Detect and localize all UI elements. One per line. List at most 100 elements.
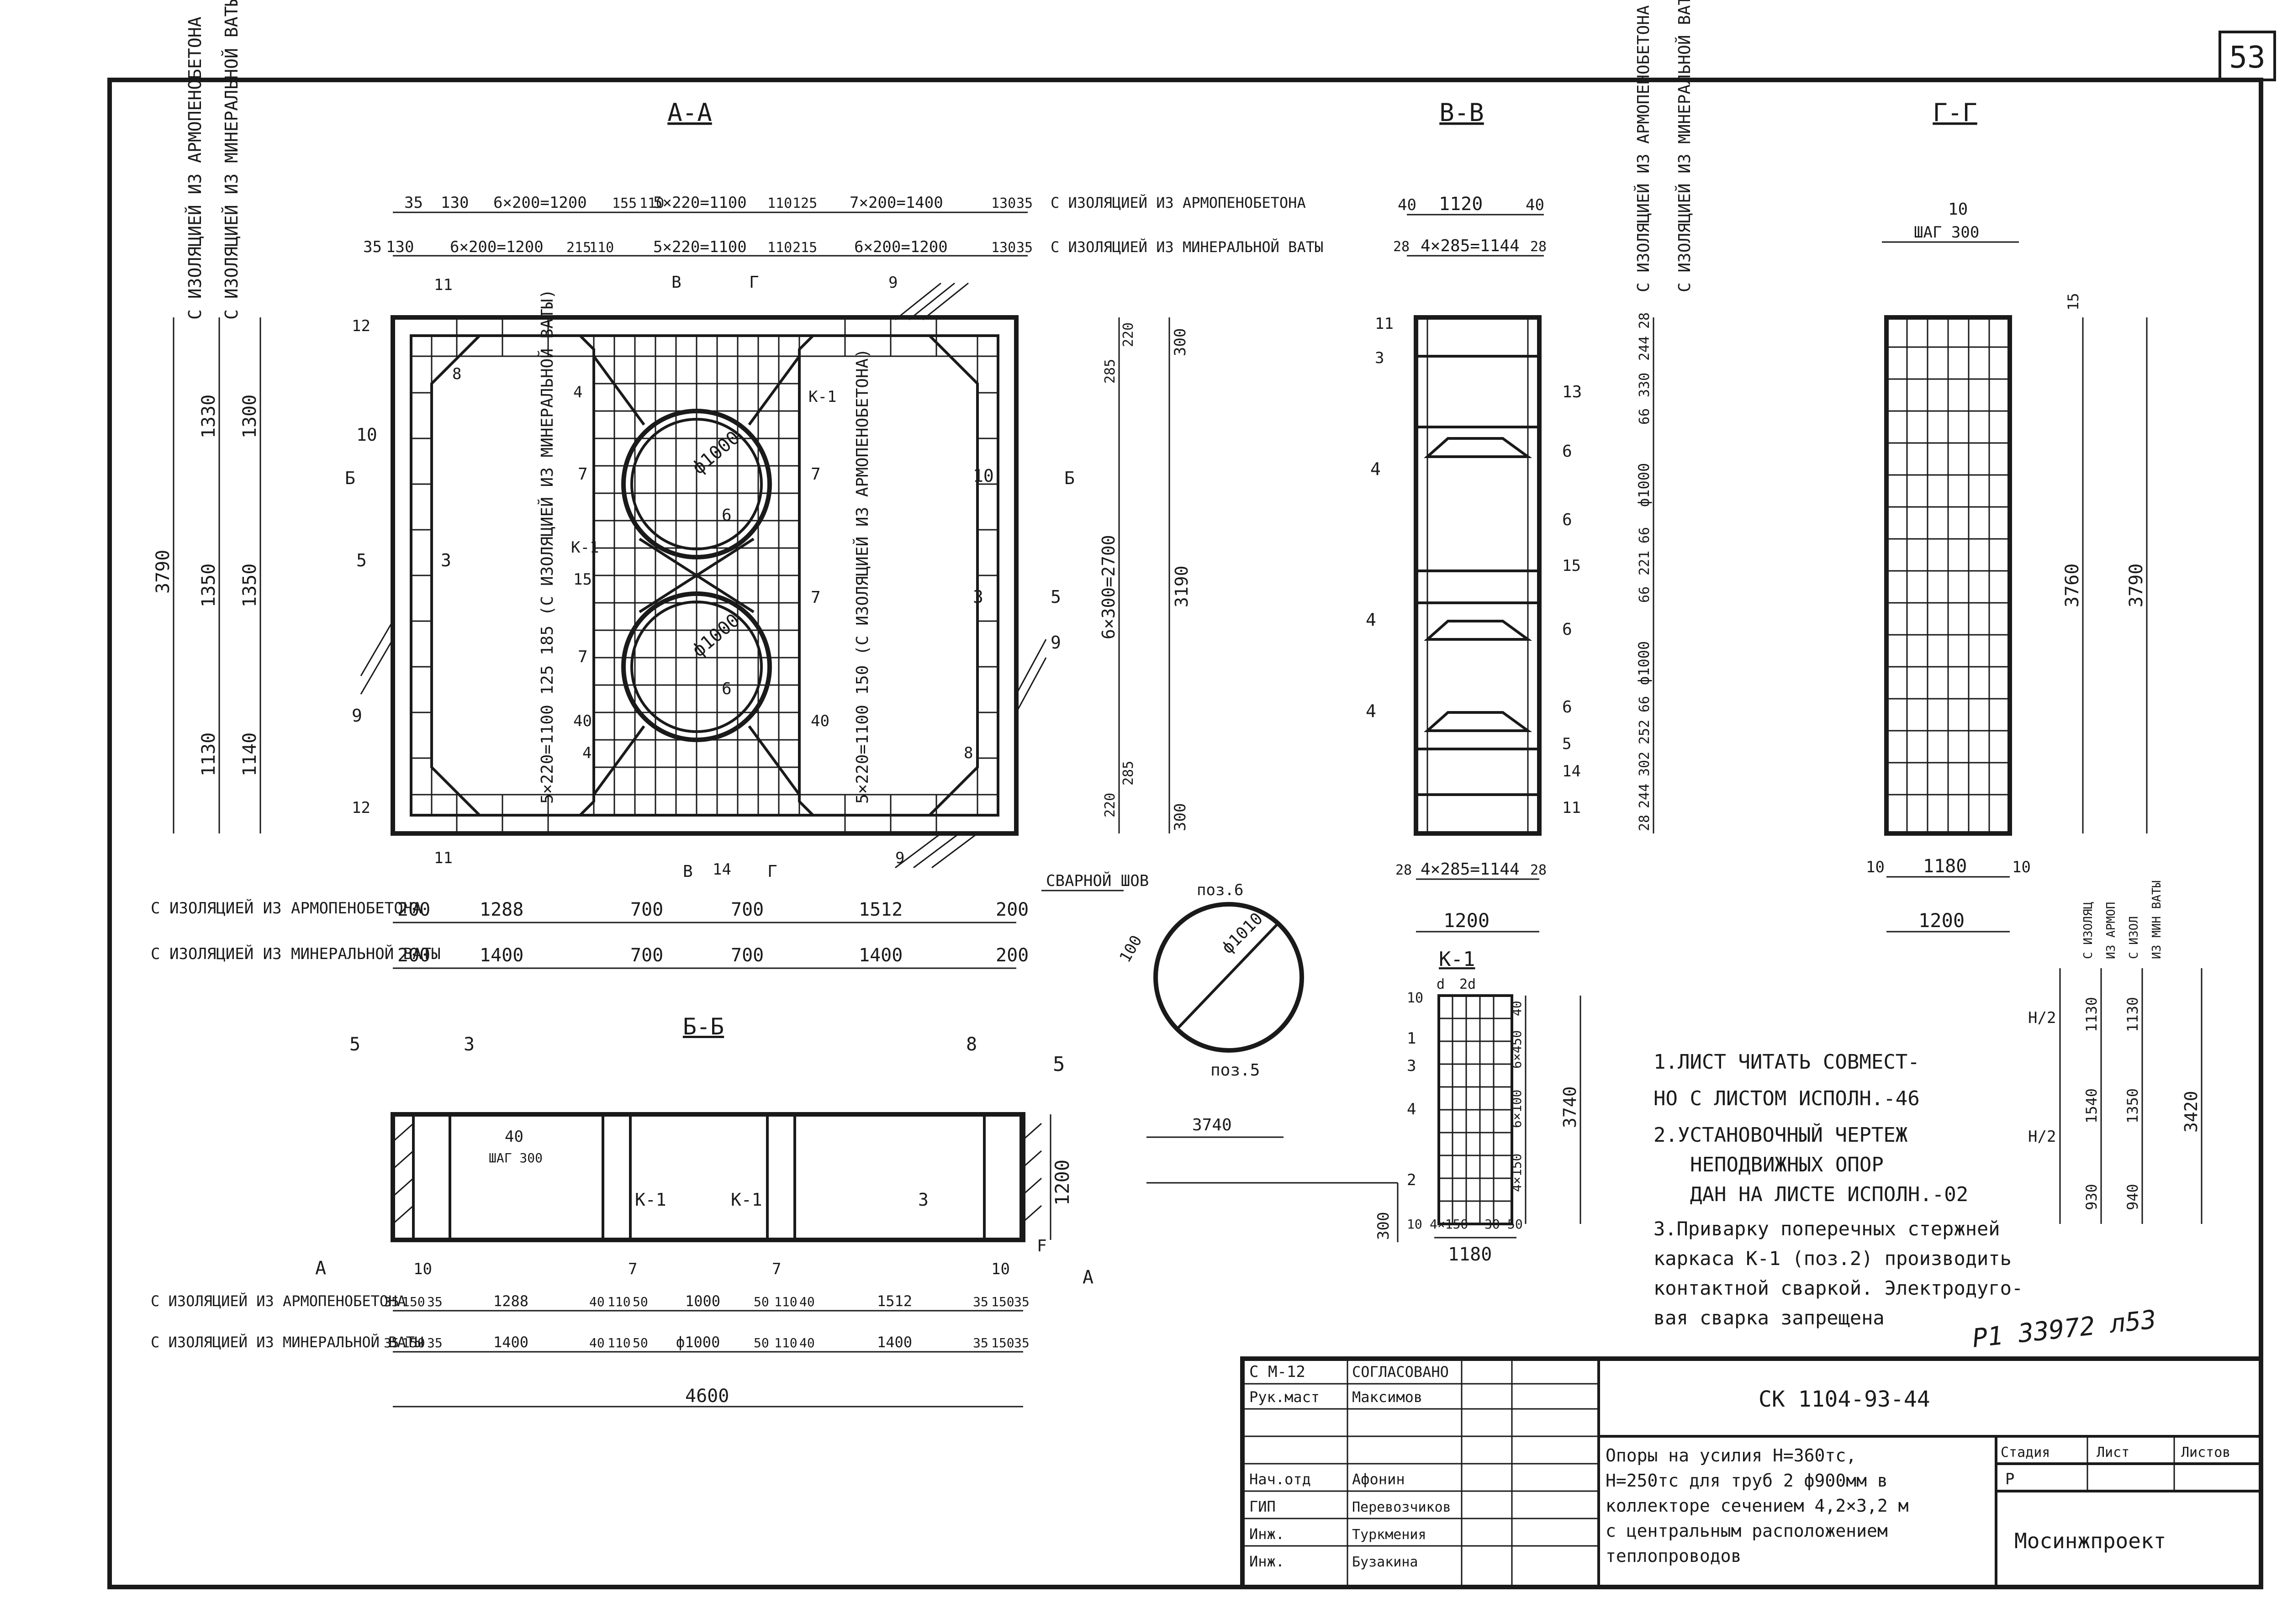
b-b-frame <box>391 1112 1025 1242</box>
b-b-r1-5: 110 <box>607 1294 631 1309</box>
b-b-r2-13: 150 <box>991 1335 1014 1350</box>
a-a-left-1140: 1140 <box>239 733 260 776</box>
pos6-weld-label: СВАРНОЙ ШОВ <box>1046 871 1149 890</box>
tb-name-0: СОГЛАСОВАНО <box>1352 1363 1449 1381</box>
b-b-r2-7: ф1000 <box>676 1334 720 1351</box>
tb-desc-0: Опоры на усилия Н=360тс, <box>1606 1445 1856 1466</box>
b-b-mark-7-left: 7 <box>628 1260 637 1278</box>
note-line-5: 3.Приварку поперечных стержней <box>1653 1218 2000 1240</box>
tb-stage-value: Р <box>2005 1470 2014 1488</box>
section-a-a-title: А-А <box>667 98 712 127</box>
k1-bot-4x150: 4×150 <box>1430 1217 1468 1232</box>
mark-4-bottom: 4 <box>582 744 592 762</box>
cut-b-left: Б <box>345 468 355 488</box>
a-a-pipe-bottom <box>621 591 772 742</box>
tb-code: СК 1104-93-44 <box>1759 1387 1930 1412</box>
a-a-right-285-bottom: 285 <box>1120 761 1136 786</box>
a-a-bot1-4: 1512 <box>859 899 903 920</box>
mark-k1-left: К-1 <box>571 538 599 557</box>
b-b-mark-10-right: 10 <box>991 1260 1010 1278</box>
g-g-bot-10b: 10 <box>2012 858 2031 876</box>
mark-4-top: 4 <box>573 383 582 401</box>
v-v-right-252: 252 <box>1637 720 1653 744</box>
mark-3-left: 3 <box>441 550 451 570</box>
a-a-top2-i: 6×200=1200 <box>854 238 948 256</box>
notes: 1.ЛИСТ ЧИТАТЬ СОВМЕСТ- НО С ЛИСТОМ ИСПОЛ… <box>1653 1050 2158 1354</box>
cut-g-top: Г <box>749 273 759 292</box>
section-b-b: Б-Б 5 3 8 5 40 ШАГ 300 К-1 К-1 3 10 7 7 … <box>151 1013 1093 1408</box>
k1-mesh <box>1439 996 1512 1224</box>
a-a-inner-text-left: 5×220=1100 125 185 (С ИЗОЛЯЦИЕЙ ИЗ МИНЕР… <box>538 289 557 804</box>
a-a-left-total: 3790 <box>153 550 174 594</box>
mark-10-right: 10 <box>973 466 994 486</box>
pos6-dim-100: 100 <box>1116 932 1146 965</box>
v-v-mark-4-c: 4 <box>1366 701 1376 721</box>
b-b-height: 1200 <box>1051 1160 1073 1206</box>
a-a-outer-frame <box>391 315 1019 836</box>
b-b-r1-4: 40 <box>589 1294 605 1309</box>
k1-right-6x100: 6×100 <box>1509 1090 1524 1128</box>
b-b-r1-1: 150 <box>402 1294 425 1309</box>
tb-role-5: Инж. <box>1249 1525 1284 1543</box>
tb-name-4: Перевозчиков <box>1352 1499 1451 1515</box>
note-line-3: НЕПОДВИЖНЫХ ОПОР <box>1690 1153 1884 1176</box>
mark-9-right: 9 <box>1051 633 1061 653</box>
a-a-top1-c: 6×200=1200 <box>493 194 587 212</box>
b-b-right-wall <box>983 1113 1022 1241</box>
v-v-right-66a: 66 <box>1637 696 1653 712</box>
cut-b-right: Б <box>1064 468 1075 488</box>
a-a-top2-c: 6×200=1200 <box>450 238 544 256</box>
side-1540: 1540 <box>2083 1088 2100 1123</box>
k1-left-1: 1 <box>1407 1029 1416 1048</box>
tb-org: Мосинжпроект <box>2014 1529 2166 1553</box>
b-b-r1-2: 35 <box>427 1294 443 1309</box>
g-g-step: ШАГ 300 <box>1914 223 1979 242</box>
pos5-label: поз.5 <box>1210 1061 1260 1080</box>
k1-right-40: 40 <box>1509 1001 1524 1016</box>
mark-8-left: 8 <box>452 365 461 383</box>
note-line-7: контактной сваркой. Электродуго- <box>1653 1277 2023 1299</box>
tb-sheets-header: Листов <box>2181 1445 2230 1461</box>
a-a-top1-b: 130 <box>441 194 469 212</box>
v-v-right-pipe-b: ф1000 <box>1635 463 1653 507</box>
mark-3-right: 3 <box>973 587 983 607</box>
a-a-bot2-2: 700 <box>630 945 663 966</box>
mark-7-b: 7 <box>578 648 588 666</box>
mark-7-d: 7 <box>811 588 821 607</box>
k1-left-4: 4 <box>1407 1100 1416 1118</box>
a-a-left-1300: 1300 <box>239 395 260 438</box>
k1-left-10: 10 <box>1407 990 1423 1006</box>
tb-desc-1: Н=250тс для труб 2 ф900мм в <box>1606 1471 1888 1491</box>
mark-14-bottom: 14 <box>713 860 731 879</box>
tb-desc-2: коллекторе сечением 4,2×3,2 м <box>1606 1496 1908 1516</box>
b-b-total: 4600 <box>685 1386 729 1407</box>
b-b-mark-7-right: 7 <box>772 1260 781 1278</box>
b-b-r2-9: 110 <box>774 1335 798 1350</box>
k1-top-d: d <box>1437 976 1445 992</box>
a-a-bot1-2: 700 <box>630 899 663 920</box>
v-v-wedge-1 <box>1424 437 1532 458</box>
v-v-right-221: 221 <box>1637 551 1653 575</box>
b-b-k1-left <box>602 1113 632 1241</box>
g-g-top-10: 10 <box>1948 200 1968 219</box>
tb-role-3: Нач.отд <box>1249 1471 1311 1488</box>
b-b-r2-5: 110 <box>607 1335 631 1350</box>
mark-40-right: 40 <box>811 712 829 730</box>
a-a-label-mineral-wool: С ИЗОЛЯЦИЕЙ ИЗ МИНЕРАЛЬНОЙ ВАТЫ <box>1051 238 1323 256</box>
b-b-r2-8: 50 <box>754 1335 769 1350</box>
v-v-mark-4-b: 4 <box>1366 610 1376 630</box>
side-1350: 1350 <box>2124 1088 2141 1123</box>
a-a-top1-a: 35 <box>404 194 423 212</box>
a-a-top1-j: 130 <box>991 195 1016 211</box>
k1-right-4x150: 4×150 <box>1509 1154 1524 1192</box>
v-v-mark-11-bottom: 11 <box>1562 799 1581 817</box>
title-block: С М-12 СОГЛАСОВАНО Рук.маст Максимов Нач… <box>1240 1356 2263 1589</box>
pos6-diameter: ф1010 <box>1218 909 1267 958</box>
a-a-bot2-4: 1400 <box>859 945 903 966</box>
v-v-right-28a: 28 <box>1637 815 1653 831</box>
b-b-step: ШАГ 300 <box>489 1150 543 1165</box>
pos6-diameter-line <box>1177 921 1280 1029</box>
side-label-0: С ИЗОЛЯЦ <box>2081 902 2095 959</box>
v-v-mark-6-b: 6 <box>1562 511 1572 529</box>
